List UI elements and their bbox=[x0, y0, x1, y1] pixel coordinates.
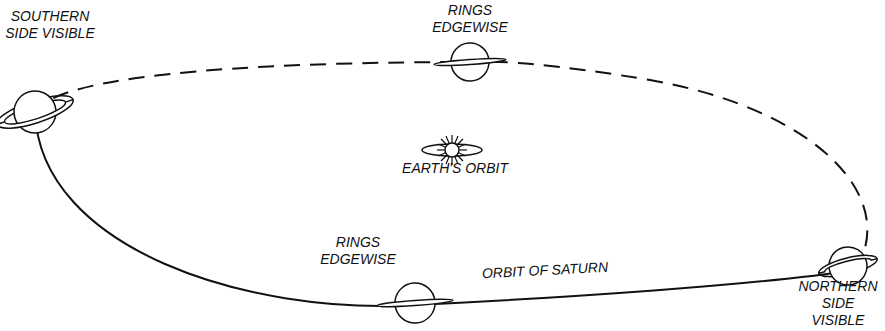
ring-note: RINGS EDGEWISE bbox=[312, 234, 404, 268]
side-note: NORTHERN SIDE VISIBLE bbox=[796, 278, 880, 329]
orbit-front bbox=[35, 112, 855, 306]
saturn-southern bbox=[0, 80, 80, 145]
ring-note: RINGS EDGEWISE bbox=[425, 2, 515, 36]
saturn-edgewise-top bbox=[433, 41, 507, 84]
side-note: SOUTHERN SIDE VISIBLE bbox=[4, 8, 96, 42]
orbit-back bbox=[35, 62, 867, 270]
orbit-label: EARTH'S ORBIT bbox=[385, 160, 525, 177]
orbit-label: ORBIT OF SATURN bbox=[470, 258, 621, 283]
saturn-edgewise-bottom bbox=[376, 280, 455, 325]
